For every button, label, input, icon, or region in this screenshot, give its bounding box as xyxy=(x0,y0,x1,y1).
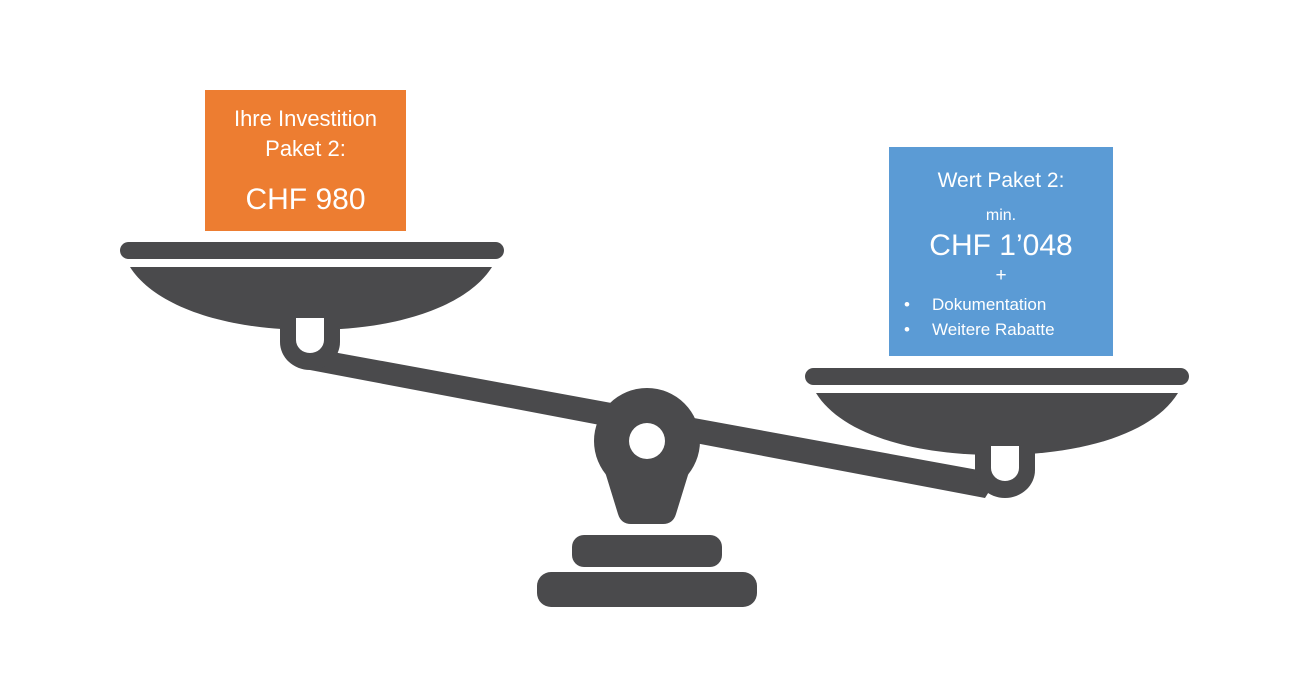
left-pan-bowl xyxy=(130,267,492,330)
investment-amount: CHF 980 xyxy=(245,183,366,216)
right-hanger-hole xyxy=(991,446,1019,481)
pivot-hole xyxy=(629,423,665,459)
bullet-icon: • xyxy=(904,295,910,314)
bullet-icon: • xyxy=(904,320,910,339)
value-prefix: min. xyxy=(985,207,1017,224)
left-hanger-hole xyxy=(296,318,324,353)
investment-box: Ihre Investition Paket 2: CHF 980 xyxy=(205,90,406,231)
right-pan-bowl xyxy=(816,393,1178,455)
value-box: Wert Paket 2: min. CHF 1’048 + • Dokumen… xyxy=(889,147,1113,356)
investment-label-line1: Ihre Investition xyxy=(233,106,378,131)
value-extras-item: • Dokumentation xyxy=(889,292,1113,317)
value-extras-item: • Weitere Rabatte xyxy=(889,317,1113,342)
base-top xyxy=(572,535,722,567)
value-title: Wert Paket 2: xyxy=(937,169,1065,192)
pivot-stem xyxy=(602,462,692,524)
investment-label-line2: Paket 2: xyxy=(265,136,346,161)
value-extras-list: • Dokumentation • Weitere Rabatte xyxy=(889,292,1113,342)
left-pan-bar xyxy=(120,242,504,259)
value-plus: + xyxy=(995,265,1007,286)
right-pan-bar xyxy=(805,368,1189,385)
value-extras-item-label: Dokumentation xyxy=(932,295,1047,314)
value-extras-item-label: Weitere Rabatte xyxy=(932,320,1055,339)
value-amount: CHF 1’048 xyxy=(929,229,1073,262)
base-bottom xyxy=(537,572,757,607)
